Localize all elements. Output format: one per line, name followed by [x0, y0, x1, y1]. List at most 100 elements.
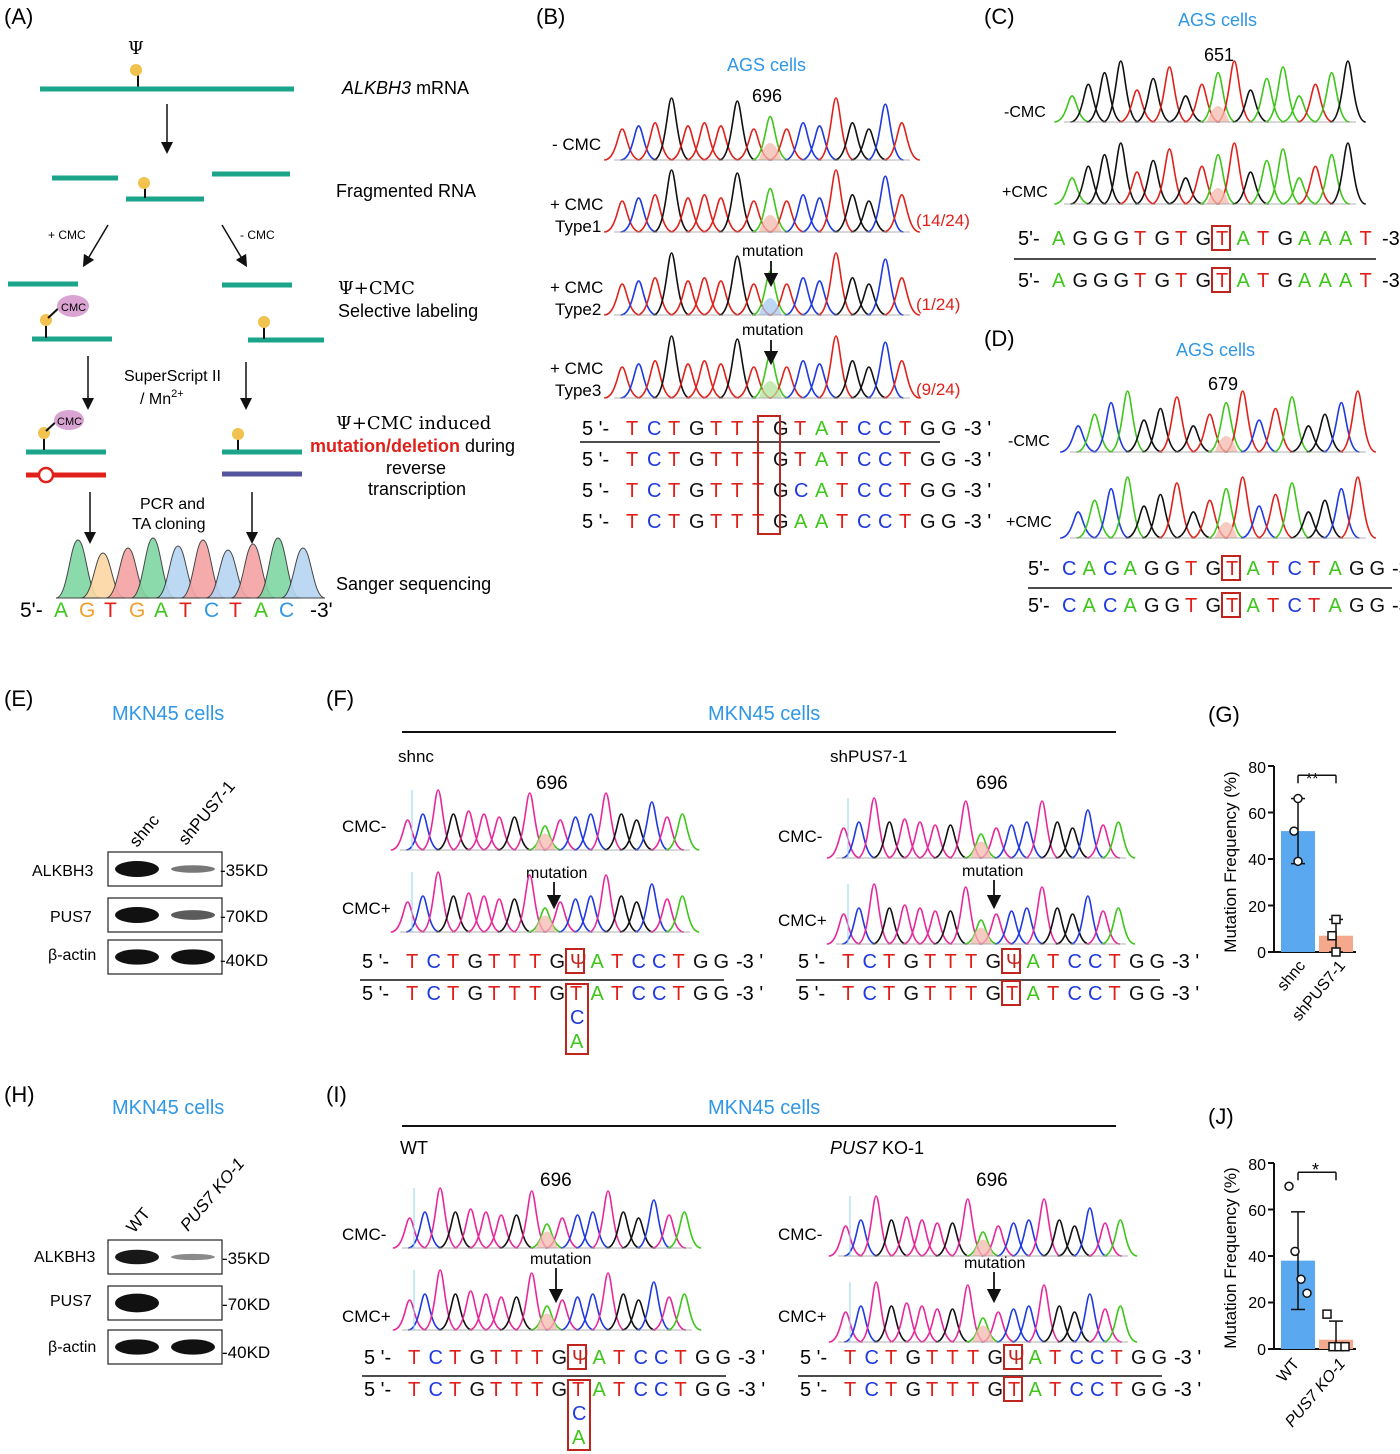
base-letter: A [1124, 558, 1138, 580]
base-letter: G [689, 511, 705, 533]
trace-peak [828, 1225, 863, 1257]
trace-peak [817, 97, 855, 161]
c-minus-cmc: -CMC [1004, 104, 1046, 121]
base-letter: G [695, 1379, 711, 1401]
j-ytick-20: 20 [1248, 1295, 1266, 1312]
data-point [1293, 793, 1303, 804]
trace-peak [1306, 499, 1344, 539]
base-letter: T [1216, 228, 1228, 250]
trace-peak [1072, 1293, 1107, 1343]
trace-peak [1070, 165, 1107, 205]
base-letter: G [986, 951, 1002, 973]
trace-peak [390, 819, 425, 851]
base-letter: G [920, 480, 936, 502]
base-letter: C [634, 1379, 648, 1401]
trace-peak [828, 1311, 863, 1343]
b-row2-type: Type1 [555, 217, 601, 236]
sequence-line: 5 '- [362, 951, 389, 973]
base-letter: Ψ [1006, 951, 1023, 973]
trace-peak [966, 1317, 1000, 1343]
trace-peak [528, 825, 562, 851]
svg-text:reverse: reverse [386, 458, 446, 478]
sanger-base: A [54, 599, 68, 622]
sequence-suffix: -3' [1392, 558, 1400, 580]
sanger-base: T [179, 599, 192, 622]
base-letter: C [1068, 951, 1082, 973]
sequence-suffix: -3' [1392, 595, 1400, 617]
base-letter: C [857, 418, 871, 440]
base-letter: A [1247, 595, 1261, 617]
base-letter: C [1070, 1379, 1084, 1401]
panel-label-a: (A) [4, 4, 33, 29]
trace-peak [1055, 827, 1090, 859]
sequence-line: 5'- [1018, 270, 1040, 292]
base-letter: T [1308, 595, 1320, 617]
trace-peak [588, 792, 624, 851]
base-letter: T [1008, 1379, 1020, 1401]
trace-peak [438, 1293, 473, 1331]
trace-peak [1281, 177, 1318, 205]
variant-base-c: C [570, 1007, 584, 1029]
mutation-box [567, 1379, 591, 1451]
base-letter: T [673, 951, 685, 973]
base-letter: C [865, 1347, 879, 1369]
trace-peak [834, 276, 871, 316]
data-point [1340, 1341, 1350, 1352]
f-left-minus: CMC- [342, 817, 386, 836]
base-letter: C [654, 1347, 668, 1369]
base-letter: C [632, 983, 646, 1005]
trace-peak [1059, 425, 1097, 453]
base-letter: T [1267, 558, 1279, 580]
trace-peak [1088, 1308, 1123, 1343]
base-letter: G [550, 951, 566, 973]
trace-peak [1102, 142, 1139, 205]
sanger-suffix: -3' [310, 599, 333, 622]
blot-band [115, 1249, 159, 1265]
base-letter: A [1319, 270, 1333, 292]
trace-peak [1086, 153, 1123, 205]
base-letter: T [965, 983, 977, 1005]
base-letter: T [488, 951, 500, 973]
data-point [1302, 1288, 1312, 1298]
sequence-suffix: -3' [1382, 270, 1400, 292]
trace-peak [665, 813, 700, 851]
base-letter: T [883, 983, 895, 1005]
base-letter: C [647, 480, 661, 502]
base-letter: A [815, 418, 829, 440]
panel-b-traces [603, 97, 921, 399]
trace-peak [1055, 913, 1090, 945]
base-letter: G [1093, 270, 1109, 292]
trace-peak [1011, 1219, 1046, 1257]
base-letter: T [611, 983, 623, 1005]
trace-peak [453, 1290, 488, 1331]
base-letter: C [427, 983, 441, 1005]
trace-peak [653, 169, 691, 233]
trace-peak [1125, 505, 1163, 539]
f-left-label: shnc [398, 747, 434, 766]
base-letter: T [611, 951, 623, 973]
sequence-line: 5 '- [582, 418, 609, 440]
trace-peak [453, 1208, 488, 1249]
base-letter: C [1068, 983, 1082, 1005]
j-ytick-0: 0 [1257, 1342, 1266, 1359]
trace-peak [856, 883, 892, 945]
data-point [1289, 826, 1299, 836]
base-letter: T [529, 951, 541, 973]
trace-peak [1103, 1219, 1138, 1257]
base-letter: C [863, 951, 877, 973]
trace-peak [466, 813, 502, 851]
base-letter: T [842, 983, 854, 1005]
trace-peak [902, 821, 938, 859]
sequence-line: 5 '- [582, 449, 609, 471]
base-letter: T [626, 480, 638, 502]
base-letter: C [794, 480, 808, 502]
highlighted-peak [970, 841, 992, 858]
b-row3-type: Type2 [555, 300, 601, 319]
sanger-base: A [154, 599, 168, 622]
base-letter: C [647, 511, 661, 533]
trace-peak [1329, 142, 1367, 205]
trace-peak [1207, 487, 1245, 539]
base-letter: T [945, 951, 957, 973]
base-letter: C [647, 449, 661, 471]
